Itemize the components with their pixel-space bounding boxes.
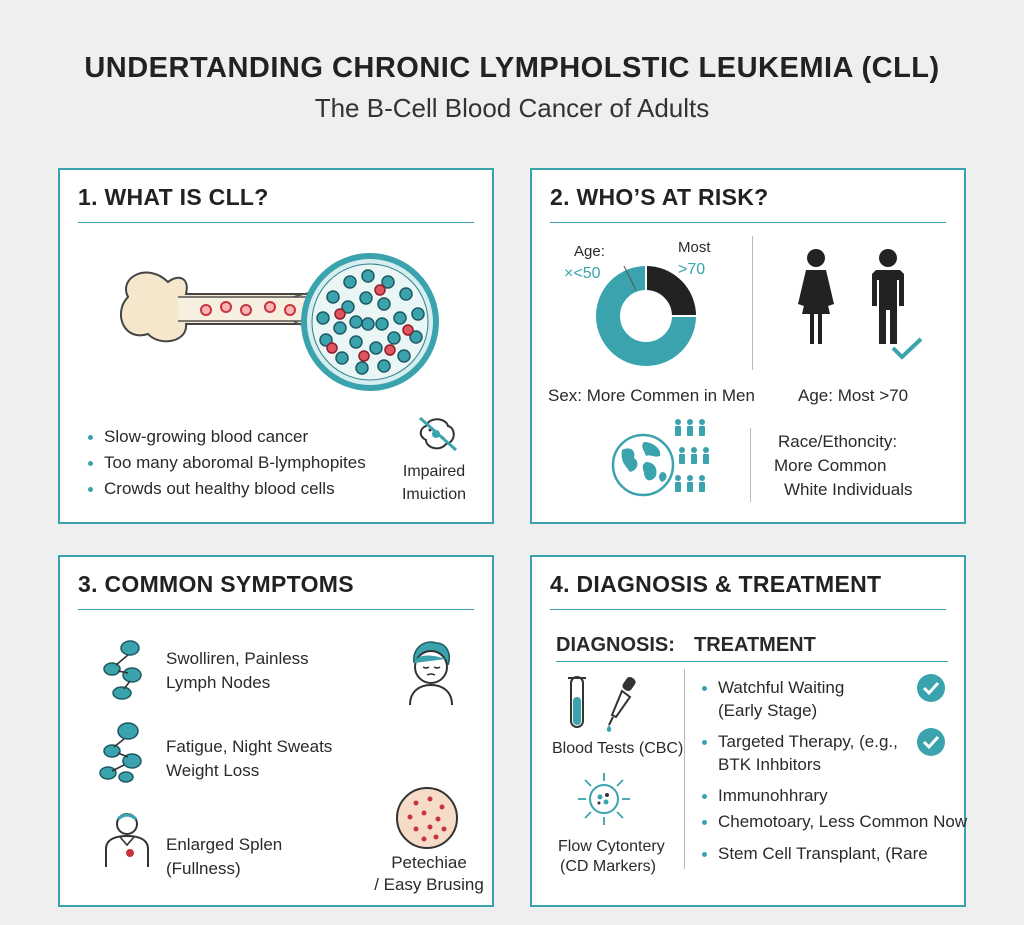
test-tube-icon xyxy=(568,676,586,728)
bone-marrow-icon xyxy=(119,253,439,391)
petechiae-icon xyxy=(396,787,458,849)
impaired-label-1: Impaired xyxy=(402,463,466,480)
symptom-3-line2: (Fullness) xyxy=(166,859,241,878)
panel-title: 2. WHO’S AT RISK? xyxy=(550,184,769,210)
symptom-2-line2: Weight Loss xyxy=(166,761,260,780)
list-item: Chemotoary, Less Common Now xyxy=(702,809,967,835)
symptom-4-line1: Petechiae xyxy=(391,853,467,872)
list-item: Crowds out healthy blood cells xyxy=(88,476,366,502)
treatment-header: TREATMENT xyxy=(694,634,816,656)
treatment-list: Stem Cell Transplant, (Rare xyxy=(702,841,928,867)
age-caption: Age: Most >70 xyxy=(798,386,909,405)
divider xyxy=(78,222,474,223)
treatment-list: Immunohhrary Chemotoary, Less Common Now xyxy=(702,783,967,835)
race-label-3: White Individuals xyxy=(784,480,913,499)
list-item: Watchful Waiting xyxy=(702,675,844,701)
flow-label-2: (CD Markers) xyxy=(560,858,656,875)
man-icon xyxy=(872,249,904,344)
treatment-list: Watchful Waiting xyxy=(702,675,844,701)
list-item: Immunohhrary xyxy=(702,783,967,809)
symptom-1-line1: Swolliren, Painless xyxy=(166,649,309,668)
face-icon xyxy=(409,641,453,706)
symptom-1-line2: Lymph Nodes xyxy=(166,673,271,692)
vertical-divider xyxy=(684,669,685,869)
list-item: Targeted Therapy, (e.g., xyxy=(702,729,898,755)
divider xyxy=(550,609,946,610)
symptom-2-line1: Fatigue, Night Sweats xyxy=(166,737,333,756)
vertical-divider xyxy=(750,428,751,502)
page-subtitle: The B-Cell Blood Cancer of Adults xyxy=(314,93,710,123)
check-circle-icon xyxy=(917,674,945,702)
vertical-divider xyxy=(752,236,753,370)
cll-facts-list: Slow-growing blood cancer Too many aboro… xyxy=(88,424,366,502)
treatment-2-sub: BTK Inhbitors xyxy=(718,755,821,774)
symptom-4-line2: / Easy Brusing xyxy=(374,875,484,894)
spleen-person-icon xyxy=(105,813,149,867)
globe-icon xyxy=(611,433,675,497)
dropper-icon xyxy=(606,676,636,732)
checkmark-icon xyxy=(891,337,923,360)
panel-whos-at-risk: 2. WHO’S AT RISK? Age: ×<50 Most >70 Sex… xyxy=(530,168,966,524)
woman-icon xyxy=(798,249,834,344)
divider xyxy=(78,609,474,610)
donut-label-age: Age: xyxy=(574,243,605,260)
fatigue-icon xyxy=(99,722,142,783)
panel-diagnosis-treatment: 4. DIAGNOSIS & TREATMENT DIAGNOSIS: TREA… xyxy=(530,555,967,907)
age-donut-chart xyxy=(596,265,696,366)
impaired-label-2: Imuiction xyxy=(401,486,467,503)
symptom-3-line1: Enlarged Splen xyxy=(166,835,283,854)
check-circle-icon xyxy=(917,728,945,756)
page-title: UNDERTANDING CHRONIC LYMPHOLSTIC LEUKEMI… xyxy=(84,52,940,84)
flow-cell-icon xyxy=(578,773,630,825)
donut-label-most: Most xyxy=(678,239,711,256)
lymph-node-icon xyxy=(103,640,142,700)
divider xyxy=(550,222,946,223)
panel-title: 4. DIAGNOSIS & TREATMENT xyxy=(550,571,882,597)
list-item: Stem Cell Transplant, (Rare xyxy=(702,841,928,867)
donut-label-over70: >70 xyxy=(678,261,706,278)
blood-tests-label: Blood Tests (CBC) xyxy=(552,740,684,757)
treatment-1-sub: (Early Stage) xyxy=(718,701,818,720)
panel-title: 3. COMMON SYMPTOMS xyxy=(78,571,354,597)
list-item: Too many aboromal B-lymphopites xyxy=(88,450,366,476)
donut-label-under50: ×<50 xyxy=(564,265,601,282)
race-label-2: More Common xyxy=(774,456,887,475)
race-label-1: Race/Ethoncity: xyxy=(778,432,898,451)
header-rule xyxy=(556,661,948,662)
sex-caption: Sex: More Commen in Men xyxy=(548,386,755,405)
flow-label-1: Flow Cytontery xyxy=(558,838,665,855)
diagnosis-header: DIAGNOSIS: xyxy=(556,634,675,656)
list-item: Slow-growing blood cancer xyxy=(88,424,366,450)
impaired-cell-icon xyxy=(419,416,457,452)
treatment-list: Targeted Therapy, (e.g., xyxy=(702,729,898,755)
panel-title: 1. WHAT IS CLL? xyxy=(78,184,269,210)
panel-what-is-cll: 1. WHAT IS CLL? xyxy=(58,168,494,524)
population-icon xyxy=(675,419,709,492)
panel-common-symptoms: 3. COMMON SYMPTOMS Swolliren, Painless L… xyxy=(58,555,494,907)
